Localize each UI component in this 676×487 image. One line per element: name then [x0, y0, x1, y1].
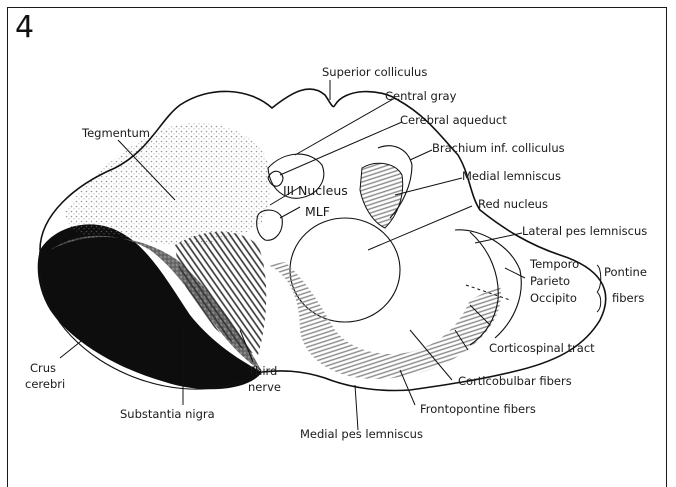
label-central-gray: Central gray: [385, 89, 457, 103]
label-red-nucleus: Red nucleus: [478, 197, 548, 211]
label-mlf: MLF: [305, 204, 330, 219]
label-medial-lemniscus: Medial lemniscus: [462, 169, 561, 183]
label-fibers: fibers: [612, 291, 644, 305]
label-parieto: Parieto: [530, 274, 570, 288]
label-iii-nucleus: III Nucleus: [283, 183, 348, 198]
label-corticospinal-tract: Corticospinal tract: [489, 341, 595, 355]
label-superior-colliculus: Superior colliculus: [322, 65, 427, 79]
label-third: Third: [247, 364, 277, 378]
label-corticobulbar-fibers: Corticobulbar fibers: [458, 374, 572, 388]
tegmentum-shading: [65, 123, 271, 246]
label-lateral-pes-lemniscus: Lateral pes lemniscus: [522, 224, 647, 238]
label-cerebri: cerebri: [25, 377, 65, 391]
label-brachium-inf-colliculus: Brachium inf. colliculus: [432, 141, 565, 155]
label-frontopontine-fibers: Frontopontine fibers: [420, 402, 536, 416]
label-substantia-nigra: Substantia nigra: [120, 407, 215, 421]
pes-fibers: [268, 262, 501, 379]
label-pontine: Pontine: [604, 265, 647, 279]
label-medial-pes-lemniscus: Medial pes lemniscus: [300, 427, 423, 441]
label-occipito: Occipito: [530, 291, 577, 305]
label-tegmentum: Tegmentum: [81, 126, 150, 140]
medial-lemniscus: [360, 163, 403, 228]
label-cerebral-aqueduct: Cerebral aqueduct: [400, 113, 507, 127]
label-temporo: Temporo: [529, 257, 579, 271]
label-crus: Crus: [30, 361, 56, 375]
label-nerve: nerve: [248, 380, 281, 394]
